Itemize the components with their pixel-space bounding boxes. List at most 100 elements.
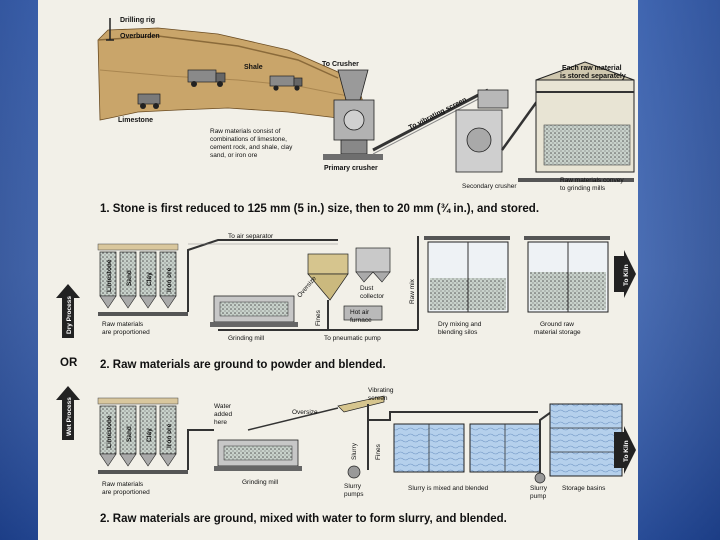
haul-truck-icon (269, 75, 303, 91)
label-water-added: Water (214, 403, 232, 410)
label-pumps: pumps (344, 491, 364, 498)
label-vibrating-screen: Vibrating (368, 387, 394, 394)
silo-iron-ore (159, 251, 177, 309)
dust-collector (355, 247, 391, 283)
label-raw-proportioned-dry: Raw materials (102, 321, 144, 328)
to-kiln-label-wet: To Kiln (623, 440, 630, 462)
wet-process-label: Wet Process (66, 397, 73, 436)
caption-section-2-dry: 2. Raw materials are ground to powder an… (100, 359, 386, 371)
silo-label-limestone: Limestone (106, 415, 113, 448)
label-fines-dry: Fines (315, 309, 322, 326)
label-oversize-wet: Oversize (292, 409, 318, 416)
cement-process-diagram: Drilling rig Overburden Shale Limestone … (56, 17, 636, 525)
caption-section-1: 1. Stone is first reduced to 125 mm (5 i… (100, 203, 539, 215)
slurry-pump (534, 409, 555, 484)
label-drilling-rig: Drilling rig (120, 17, 155, 24)
silo-iron-ore (159, 405, 177, 467)
to-kiln-arrow-wet: To Kiln (614, 426, 636, 474)
dry-mixing-silos (417, 236, 510, 330)
wet-process-tag: Wet Process (56, 386, 80, 440)
label-fines-wet: Fines (375, 443, 382, 460)
label-pump: pump (530, 493, 547, 500)
silo-limestone (99, 251, 117, 309)
label-water-added-3: here (214, 419, 227, 426)
label-raw-materials-3: cement rock, and shale, clay (210, 144, 293, 151)
air-separator (307, 253, 349, 330)
label-blending-silos: blending silos (438, 329, 478, 336)
label-to-air-separator: To air separator (228, 233, 274, 240)
label-raw-materials-4: sand, or iron ore (210, 152, 258, 159)
label-to-pneumatic-pump: To pneumatic pump (324, 335, 381, 342)
label-to-grinding-mills: to grinding mills (560, 185, 606, 192)
dry-process-tag: Dry Process (56, 284, 80, 338)
silo-label-iron-ore: Iron ore (166, 423, 173, 448)
label-raw-materials: Raw materials consist of (210, 128, 281, 135)
silo-label-clay: Clay (146, 272, 153, 286)
or-label: OR (60, 357, 78, 369)
silo-clay (139, 405, 157, 467)
silo-clay (139, 251, 157, 309)
section-2-dry-process: Dry Process Limestone Sand Clay Iron ore (56, 233, 636, 371)
silo-label-clay: Clay (146, 428, 153, 442)
label-raw-materials-2: combinations of limestone, (210, 136, 287, 143)
label-water-added-2: added (214, 411, 232, 418)
label-raw-materials-convey: Raw materials convey (560, 177, 624, 184)
wet-silos: Limestone Sand Clay Iron ore (97, 397, 188, 474)
label-storage-basins: Storage basins (562, 485, 606, 492)
label-each-raw-material: Each raw material (562, 65, 622, 72)
hot-air-furnace (343, 305, 383, 321)
raw-material-storage-building (518, 61, 635, 182)
label-slurry-vertical: Slurry (351, 442, 358, 460)
label-raw-mix: Raw mix (409, 278, 416, 304)
label-slurry-pumps: Slurry (344, 483, 362, 490)
slurry-mixing-tanks (368, 411, 541, 473)
label-raw-proportioned-wet: Raw materials (102, 481, 144, 488)
storage-basins (549, 403, 623, 477)
slurry-pumps (347, 465, 361, 479)
haul-truck-icon (187, 69, 226, 87)
to-kiln-label-dry: To Kiln (623, 264, 630, 286)
label-stored-separately: is stored separately (560, 73, 626, 80)
label-dust-collector-2: collector (360, 293, 385, 300)
section-3-wet-process: Wet Process Limestone Sand Clay Iron ore (56, 386, 636, 525)
caption-section-3-wet: 2. Raw materials are ground, mixed with … (100, 513, 507, 525)
label-limestone: Limestone (118, 117, 153, 124)
silo-label-iron-ore: Iron ore (166, 267, 173, 292)
label-overburden: Overburden (120, 33, 160, 40)
dry-process-label: Dry Process (66, 296, 73, 334)
conveyor-to-screen (372, 88, 489, 155)
label-slurry-pump: Slurry (530, 485, 548, 492)
label-primary-crusher: Primary crusher (324, 165, 378, 172)
label-slurry-mixed: Slurry is mixed and blended (408, 485, 489, 492)
silo-label-sand: Sand (126, 426, 133, 442)
dry-silos: Limestone Sand Clay Iron ore (97, 243, 188, 316)
diagram-panel: Drilling rig Overburden Shale Limestone … (38, 0, 638, 540)
loader-icon (137, 93, 161, 109)
silo-label-limestone: Limestone (106, 259, 113, 292)
label-are-proportioned-wet: are proportioned (102, 489, 150, 496)
vibrating-screen (337, 395, 385, 470)
label-hot-air-furnace: Hot air (350, 309, 370, 316)
label-material-storage: material storage (534, 329, 581, 336)
section-1-quarry: Drilling rig Overburden Shale Limestone … (97, 17, 635, 215)
label-shale: Shale (244, 64, 263, 71)
label-grinding-mill-wet: Grinding mill (242, 479, 279, 486)
label-secondary-crusher: Secondary crusher (462, 183, 517, 190)
silo-sand (119, 251, 137, 309)
conveyor-to-mill-wet (187, 429, 214, 470)
label-dry-mixing: Dry mixing and (438, 321, 482, 328)
duct-to-air-separator (187, 239, 338, 312)
to-kiln-arrow-dry: To Kiln (614, 250, 636, 298)
primary-crusher (323, 69, 383, 160)
label-oversize-dry: Oversize (296, 275, 318, 299)
ground-raw-material-storage (524, 236, 610, 313)
label-furnace: furnace (350, 317, 372, 324)
silo-label-sand: Sand (126, 270, 133, 286)
silo-limestone (99, 405, 117, 467)
label-to-crusher: To Crusher (322, 61, 359, 68)
label-grinding-mill-dry: Grinding mill (228, 335, 265, 342)
label-ground-raw: Ground raw (540, 321, 574, 328)
dry-grinding-mill (210, 295, 298, 327)
wet-grinding-mill (214, 439, 302, 471)
silo-sand (119, 405, 137, 467)
